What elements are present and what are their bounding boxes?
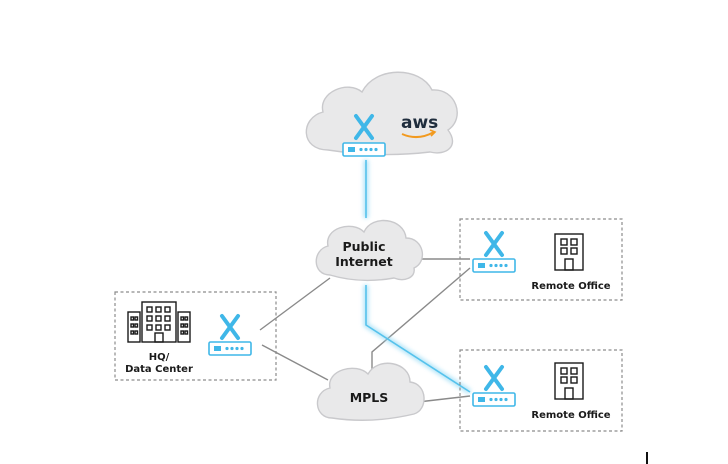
- public-internet-label-line2: Internet: [335, 254, 393, 269]
- public-internet-cloud: Public Internet: [315, 219, 424, 282]
- aws-logo: aws: [401, 113, 438, 138]
- aws-logo-text: aws: [401, 113, 438, 133]
- hq-datacenter-site: HQ/ Data Center: [114, 291, 277, 381]
- remote-office-2-boundary: [459, 349, 623, 432]
- mpls-cloud-shape: [316, 362, 425, 421]
- remote-office-1-edge-device: [472, 231, 516, 273]
- hq-label-line1: HQ/: [149, 352, 170, 363]
- mpls-cloud: MPLS: [316, 362, 425, 421]
- office-icon: [554, 362, 584, 400]
- remote-office-2-label: Remote Office: [531, 410, 610, 421]
- hq-label-line2: Data Center: [125, 364, 193, 375]
- hq-edge-device: [208, 314, 252, 356]
- overlay-tunnel: [363, 160, 472, 395]
- aws-cloud-shape: [305, 71, 458, 156]
- link-hq-internet: [259, 277, 331, 331]
- building-icon: [127, 301, 191, 343]
- public-internet-label-line1: Public: [343, 239, 386, 254]
- aws-smile-icon: [401, 131, 435, 138]
- remote-office-2-edge-device: [472, 365, 516, 407]
- aws-cloud: aws: [305, 71, 458, 157]
- remote-office-1-boundary: [459, 218, 623, 301]
- link-hq-mpls: [261, 344, 329, 381]
- text-cursor-marker: [646, 452, 648, 464]
- remote-office-1-label: Remote Office: [531, 281, 610, 292]
- remote-office-site-2: Remote Office: [459, 349, 623, 432]
- link-mpls-remote1: [371, 267, 471, 372]
- x-router-icon: [472, 365, 516, 407]
- x-router-icon: [472, 231, 516, 273]
- aws-edge-device: [342, 114, 386, 157]
- hq-site-boundary: [114, 291, 277, 381]
- x-router-icon: [342, 114, 386, 157]
- remote-office-site-1: Remote Office: [459, 218, 623, 301]
- links: [259, 258, 471, 403]
- office-icon: [554, 233, 584, 271]
- x-router-icon: [208, 314, 252, 356]
- public-internet-cloud-shape: [315, 219, 424, 282]
- link-mpls-remote2: [417, 395, 471, 403]
- mpls-label: MPLS: [350, 390, 389, 405]
